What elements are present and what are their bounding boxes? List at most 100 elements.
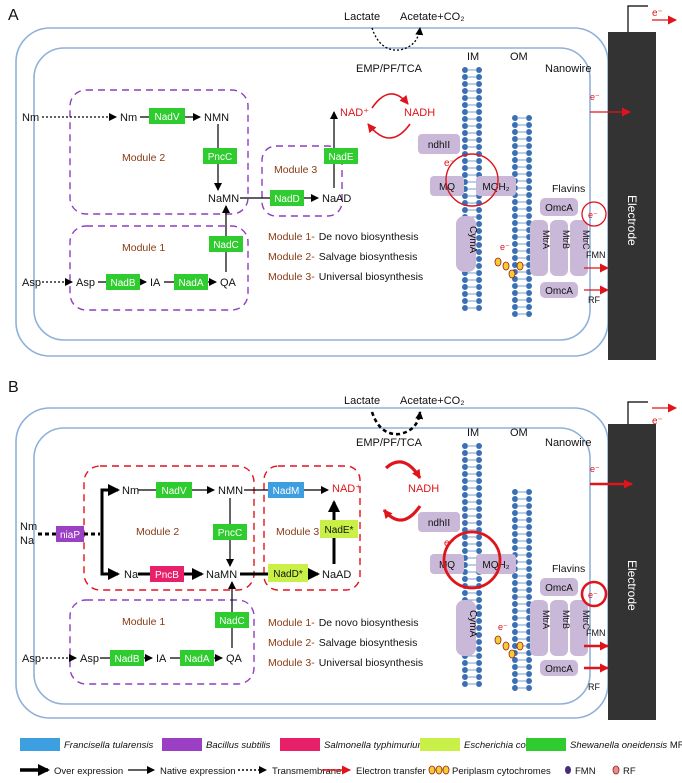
- panel-b-gene-nadm: NadM: [268, 482, 304, 498]
- panel-b-nad-cycle-bottom-arrow: [382, 505, 422, 522]
- svg-text:PncC: PncC: [208, 152, 232, 163]
- lipid-head: [476, 457, 482, 463]
- panel-a-module3-label: Module 3: [274, 164, 317, 176]
- panel-b-uptake-nm-arrow: [100, 484, 120, 534]
- panel-b-gene-nada: NadA: [180, 650, 214, 666]
- legend-fmn: FMN: [575, 766, 596, 777]
- lipid-head: [476, 639, 482, 645]
- lipid-head: [512, 206, 518, 212]
- lipid-head: [526, 657, 532, 663]
- panel-a-mq-cycle: [445, 153, 499, 207]
- lipid-head: [462, 471, 468, 477]
- lipid-head: [526, 178, 532, 184]
- panel-b-legend-1: Module 1-De novo biosynthesis: [268, 617, 419, 629]
- panel-a-gene-nadv: NadV: [149, 108, 185, 124]
- lipid-head: [462, 660, 468, 666]
- lipid-head: [512, 664, 518, 670]
- panel-b-module3-box: [263, 465, 361, 591]
- lipid-head: [476, 653, 482, 659]
- lipid-head: [512, 594, 518, 600]
- lipid-head: [512, 573, 518, 579]
- panel-b-inner-membrane-outline: [33, 427, 591, 705]
- panel-a-letter: A: [8, 7, 19, 24]
- lipid-head: [462, 667, 468, 673]
- panel-a-legend-3: Module 3-Universal biosynthesis: [268, 271, 423, 283]
- svg-text:MtrB: MtrB: [561, 230, 571, 249]
- panel-a-module2-box: [69, 89, 249, 215]
- lipid-head: [462, 109, 468, 115]
- legend-over: Over expression: [54, 766, 123, 777]
- lipid-head: [476, 534, 482, 540]
- panel-b-mtrc: MtrC: [570, 600, 591, 656]
- panel-a-periplasm-cytochromes: [494, 257, 524, 279]
- species-francisella: Francisella tularensis: [20, 738, 153, 751]
- panel-b-mtrb: MtrB: [550, 600, 571, 656]
- panel-b-outer-membrane: [512, 489, 532, 691]
- lipid-head: [476, 67, 482, 73]
- panel-a-gene-nadc: NadC: [209, 236, 243, 252]
- legend-electron: Electron transfer: [356, 766, 426, 777]
- panel-a-flavins: Flavins: [552, 183, 585, 195]
- lipid-head: [476, 305, 482, 311]
- panel-b-acetate: Acetate+CO₂: [400, 395, 465, 407]
- lipid-head: [476, 137, 482, 143]
- legend-rf: RF: [623, 766, 636, 777]
- lipid-head: [526, 671, 532, 677]
- lipid-head: [462, 492, 468, 498]
- species-legend: Francisella tularensis Bacillus subtilis…: [20, 738, 682, 751]
- lipid-head: [476, 207, 482, 213]
- lipid-head: [526, 136, 532, 142]
- lipid-head: [512, 157, 518, 163]
- svg-text:PncB: PncB: [155, 570, 179, 581]
- panel-a-rf: RF: [588, 295, 600, 305]
- lipid-head: [526, 594, 532, 600]
- lipid-head: [526, 304, 532, 310]
- panel-a-ndhii: ndhII: [418, 134, 460, 154]
- lipid-head: [476, 513, 482, 519]
- svg-text:NadD: NadD: [274, 194, 300, 205]
- panel-a-namn: NaMN: [208, 193, 239, 205]
- lipid-head: [476, 485, 482, 491]
- lipid-head: [476, 492, 482, 498]
- lipid-head: [462, 681, 468, 687]
- lipid-head: [476, 611, 482, 617]
- svg-text:Escherichia coli: Escherichia coli: [464, 740, 531, 751]
- lipid-head: [462, 81, 468, 87]
- lipid-head: [462, 674, 468, 680]
- lipid-head: [462, 123, 468, 129]
- legend-fmn-icon: [565, 766, 571, 774]
- lipid-head: [512, 122, 518, 128]
- lipid-head: [512, 622, 518, 628]
- svg-text:MtrC: MtrC: [581, 230, 591, 250]
- panel-a-gene-pncc: PncC: [203, 148, 237, 164]
- lipid-head: [476, 109, 482, 115]
- panel-b-module2-label: Module 2: [136, 526, 179, 538]
- svg-text:MtrB: MtrB: [561, 610, 571, 629]
- lipid-head: [526, 580, 532, 586]
- lipid-head: [512, 199, 518, 205]
- lipid-head: [526, 213, 532, 219]
- lipid-head: [462, 137, 468, 143]
- lipid-head: [462, 165, 468, 171]
- lipid-head: [512, 678, 518, 684]
- lipid-head: [526, 199, 532, 205]
- lipid-head: [512, 531, 518, 537]
- lipid-head: [512, 538, 518, 544]
- lipid-head: [512, 587, 518, 593]
- panel-a-cyma: CymA: [456, 216, 478, 272]
- panel-a-mtrb: MtrB: [550, 220, 571, 276]
- lipid-head: [512, 311, 518, 317]
- panel-b-e-cyt: e⁻: [498, 622, 508, 632]
- species-shewanella: Shewanella oneidensis MR-1: [526, 738, 682, 751]
- panel-a-e-cyt: e⁻: [500, 242, 510, 252]
- lipid-head: [476, 590, 482, 596]
- lipid-head: [476, 270, 482, 276]
- lipid-head: [526, 122, 532, 128]
- svg-text:NadA: NadA: [178, 278, 203, 289]
- legend-trans: Transmembrane: [272, 766, 341, 777]
- lipid-head: [476, 102, 482, 108]
- lipid-head: [462, 298, 468, 304]
- lipid-head: [476, 604, 482, 610]
- lipid-head: [476, 214, 482, 220]
